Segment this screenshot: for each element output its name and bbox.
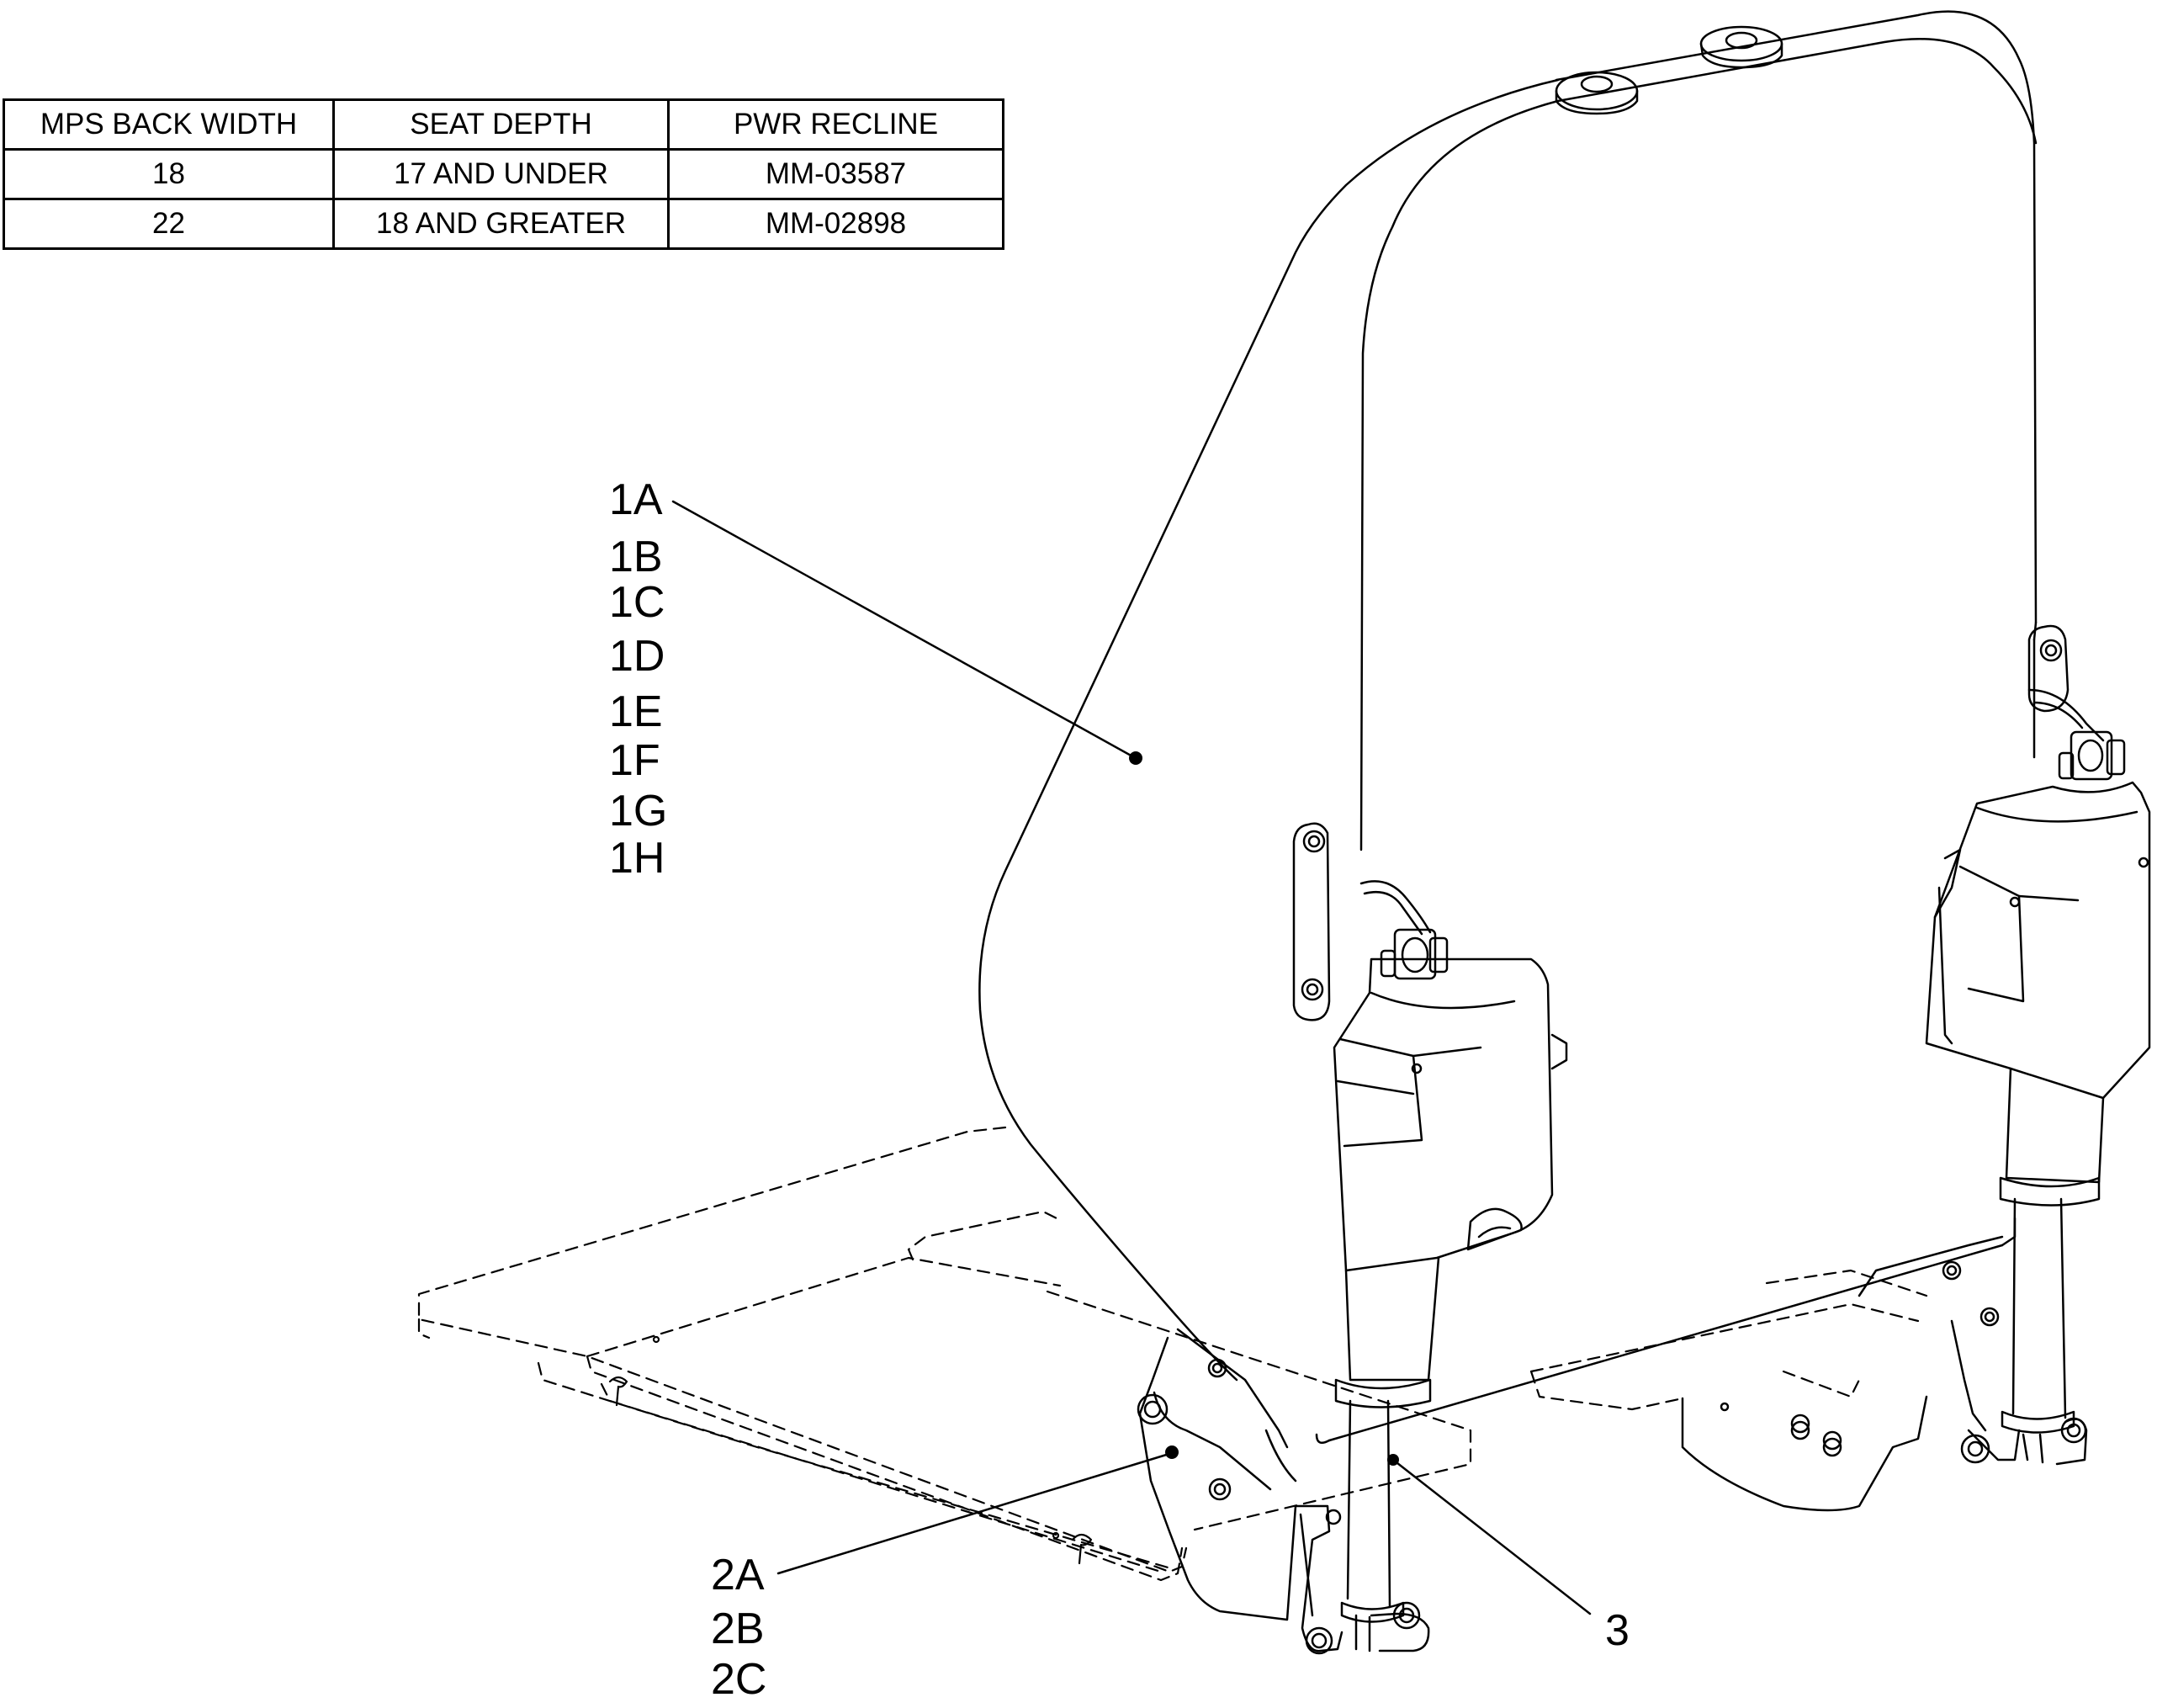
top-hinge-brackets: [1555, 25, 1783, 115]
callout-1a: 1A: [609, 475, 663, 524]
right-actuator: [1925, 624, 2151, 1434]
callout-2b: 2B: [711, 1605, 765, 1653]
callout-1g: 1G: [609, 787, 668, 835]
callout-1f: 1F: [609, 736, 660, 785]
callout-2a: 2A: [711, 1551, 765, 1599]
header-seat-depth: SEAT DEPTH: [332, 98, 670, 151]
callout-2c: 2C: [711, 1655, 767, 1704]
cell-seat-depth: 18 AND GREATER: [332, 198, 670, 250]
table-header-row: MPS BACK WIDTH SEAT DEPTH PWR RECLINE: [3, 98, 1004, 151]
cell-pwr-recline: MM-03587: [667, 148, 1004, 200]
seat-fastener-marks: [608, 1335, 1093, 1565]
callout-1c: 1C: [609, 578, 665, 627]
leader-lines: [671, 500, 1592, 1615]
header-pwr-recline: PWR RECLINE: [667, 98, 1004, 151]
right-lower-hinge: [1681, 1235, 2088, 1512]
cell-back-width: 22: [3, 198, 335, 250]
seat-back-shell: [978, 10, 2038, 1445]
left-lower-hinge: [1137, 1328, 1430, 1655]
cell-back-width: 18: [3, 148, 335, 200]
leader-dots: [1129, 751, 1399, 1466]
cell-pwr-recline: MM-02898: [667, 198, 1004, 250]
callout-3: 3: [1605, 1606, 1630, 1655]
callout-1b: 1B: [609, 533, 663, 581]
header-back-width: MPS BACK WIDTH: [3, 98, 335, 151]
seat-pan-dashed: [417, 1126, 1928, 1582]
parts-table: MPS BACK WIDTH SEAT DEPTH PWR RECLINE 18…: [3, 98, 1004, 250]
callout-1h: 1H: [609, 834, 665, 883]
table-row: 18 17 AND UNDER MM-03587: [3, 148, 1004, 200]
callout-1e: 1E: [609, 687, 663, 736]
cell-seat-depth: 17 AND UNDER: [332, 148, 670, 200]
callout-1d: 1D: [609, 632, 665, 681]
table-row: 22 18 AND GREATER MM-02898: [3, 198, 1004, 250]
left-actuator: [1292, 822, 1568, 1623]
